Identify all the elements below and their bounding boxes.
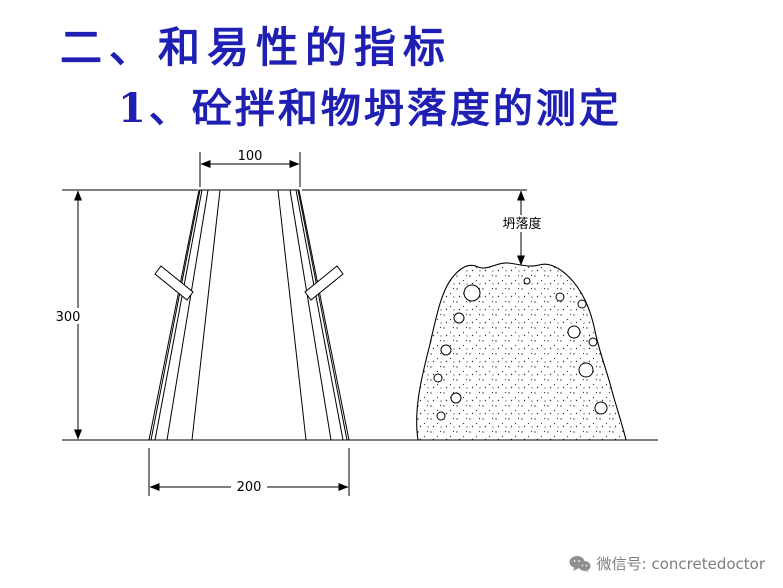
slumped-concrete-outline [416,262,627,441]
cone-handle-right [304,265,344,301]
watermark: 微信号: concretedoctor [569,553,765,574]
aggregate-particles [433,277,608,421]
slump-label: 坍落度 [502,216,541,232]
slide-title: 二、和易性的指标 [60,23,453,72]
dimension-top-width: 100 [199,148,301,187]
wechat-icon [569,555,591,572]
slump-dimension: 坍落度 [302,189,548,266]
wechat-label: 微信号: concretedoctor [596,555,765,573]
slide-subtitle: 1、砼拌和物坍落度的测定 [118,85,622,132]
cone-handle-left [154,265,194,301]
dim-height-label: 300 [56,310,81,325]
dim-top-width-label: 100 [238,149,263,164]
dimension-height: 300 [50,189,198,440]
dimension-bottom-width: 200 [148,448,350,496]
slump-cone [148,189,350,441]
slumped-concrete [416,262,627,441]
dim-bottom-width-label: 200 [237,480,262,495]
